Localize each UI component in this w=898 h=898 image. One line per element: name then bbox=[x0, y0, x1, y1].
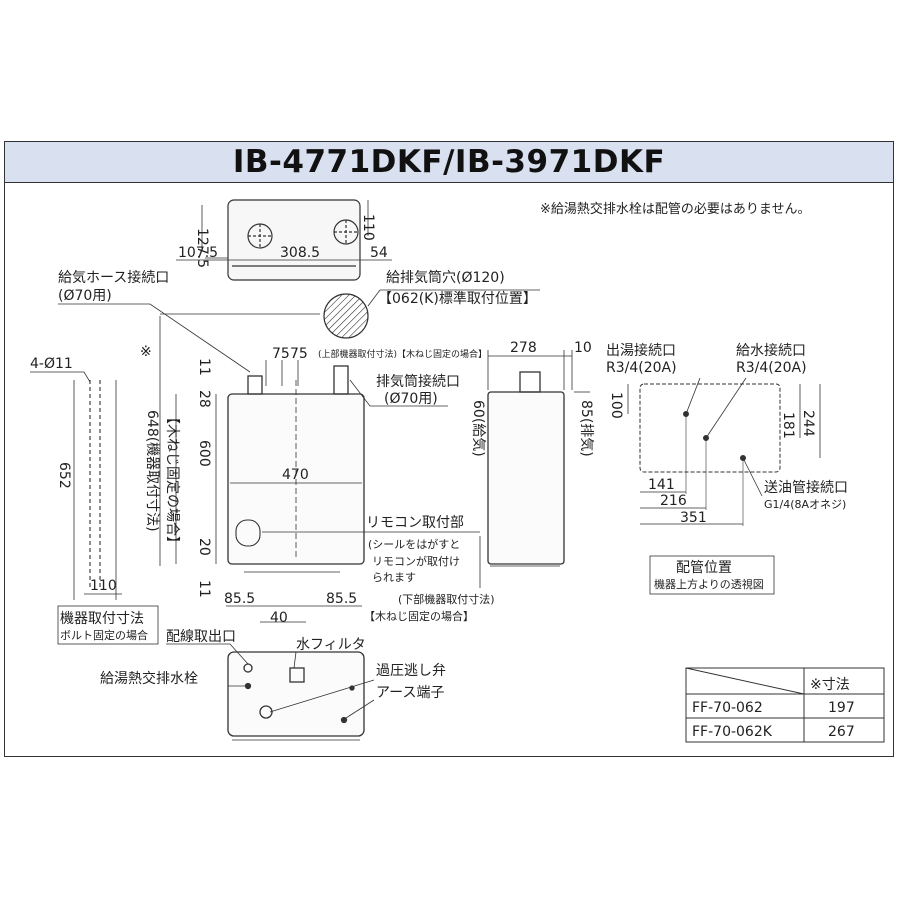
dim-54: 54 bbox=[370, 245, 388, 261]
drain-label: 給湯熱交排水栓 bbox=[100, 670, 198, 687]
bolt-strip bbox=[73, 380, 122, 600]
dim-141: 141 bbox=[648, 477, 675, 493]
oil-size: G1/4(8Aオネジ) bbox=[764, 498, 846, 511]
dim-107-5: 107.5 bbox=[178, 245, 218, 261]
side-exhaust: 85(排気) bbox=[578, 400, 594, 457]
flue-hole-icon bbox=[323, 293, 369, 339]
dim-470: 470 bbox=[282, 467, 309, 483]
table-row-model: FF-70-062K bbox=[692, 724, 773, 740]
table-row-value: 267 bbox=[828, 724, 855, 740]
bolt-label: 4-Ø11 bbox=[30, 356, 73, 372]
water-in-label: 給水接続口 bbox=[736, 342, 806, 359]
remote-label: リモコン取付部 bbox=[366, 515, 464, 531]
lower-mount-label: (下部機器取付寸法) bbox=[398, 592, 495, 606]
remote-note-2: リモコンが取付け bbox=[372, 554, 460, 568]
page-title: IB-4771DKF/IB-3971DKF bbox=[232, 144, 666, 180]
flue-hole-label: 給排気筒穴(Ø120) bbox=[386, 269, 505, 286]
vert-mount-label-2: 【木ねじ固定の場合】 bbox=[164, 410, 180, 550]
hot-out-label: 出湯接続口 bbox=[606, 342, 676, 359]
dim-181: 181 bbox=[780, 412, 796, 439]
flue-std-label: 【062(K)標準取付位置】 bbox=[378, 291, 537, 307]
drawing-frame: IB-4771DKF/IB-3971DKF bbox=[4, 141, 894, 757]
dim-40: 40 bbox=[270, 610, 288, 626]
dim-244: 244 bbox=[800, 410, 816, 437]
dim-351: 351 bbox=[680, 510, 707, 526]
air-hose-size: (Ø70用) bbox=[58, 288, 112, 304]
dim-278: 278 bbox=[510, 340, 537, 356]
dim-100: 100 bbox=[608, 392, 624, 419]
table-header: ※寸法 bbox=[810, 677, 850, 693]
earth-label: アース端子 bbox=[376, 685, 444, 701]
top-view bbox=[176, 199, 392, 281]
mount-box-title: 機器取付寸法 bbox=[60, 611, 144, 627]
dim-10: 10 bbox=[574, 340, 592, 356]
lower-mount-label-2: 【木ねじ固定の場合】 bbox=[364, 609, 474, 623]
table-row-value: 197 bbox=[828, 700, 855, 716]
relief-label: 過圧逃し弁 bbox=[376, 663, 446, 679]
star-mark: ※ bbox=[140, 344, 152, 360]
dim-75b: 75 bbox=[290, 346, 308, 362]
water-filter-label: 水フィルタ bbox=[296, 637, 366, 653]
dim-85-5-right: 85.5 bbox=[326, 591, 357, 607]
vert-mount-label: 648(機器取付寸法) bbox=[144, 410, 160, 532]
dim-11-bot: 11 bbox=[196, 580, 212, 598]
pipe-pos-title: 配管位置 bbox=[676, 560, 732, 576]
dim-110: 110 bbox=[360, 214, 376, 241]
pipe-pos-sub: 機器上方よりの透視図 bbox=[654, 577, 764, 591]
wire-out-label: 配線取出口 bbox=[166, 629, 236, 645]
air-hose-label: 給気ホース接続口 bbox=[58, 269, 169, 286]
dim-127-5: 127.5 bbox=[194, 228, 210, 268]
remote-note-1: (シールをはがすと bbox=[368, 537, 460, 551]
upper-mount-label: (上部機器取付寸法)【木ねじ固定の場合】 bbox=[318, 348, 487, 360]
water-in-size: R3/4(20A) bbox=[736, 360, 807, 376]
remote-note-3: られます bbox=[372, 571, 416, 584]
exhaust-label: 排気筒接続口 bbox=[376, 373, 460, 390]
dim-110-strip: 110 bbox=[90, 578, 117, 594]
side-intake: 60(給気) bbox=[470, 400, 486, 457]
dim-11-top: 11 bbox=[196, 358, 212, 376]
dim-20: 20 bbox=[196, 538, 212, 556]
dim-75a: 75 bbox=[272, 346, 290, 362]
dim-28: 28 bbox=[196, 390, 212, 408]
pipe-position-view bbox=[627, 377, 821, 526]
bottom-view bbox=[227, 651, 365, 741]
table-row-model: FF-70-062 bbox=[692, 700, 763, 716]
dim-652: 652 bbox=[56, 462, 72, 489]
mount-box-sub: ボルト固定の場合 bbox=[60, 628, 148, 642]
exhaust-size: (Ø70用) bbox=[384, 391, 438, 407]
dimension-table bbox=[685, 667, 885, 743]
dim-85-5-left: 85.5 bbox=[224, 591, 255, 607]
dim-216: 216 bbox=[660, 493, 687, 509]
front-view bbox=[175, 360, 365, 623]
side-view bbox=[487, 350, 590, 567]
dim-308-5: 308.5 bbox=[280, 245, 320, 261]
dim-600: 600 bbox=[196, 440, 212, 467]
note-top: ※給湯熱交排水栓は配管の必要はありません。 bbox=[540, 201, 811, 217]
oil-label: 送油管接続口 bbox=[764, 479, 848, 496]
title-bar: IB-4771DKF/IB-3971DKF bbox=[5, 142, 893, 183]
hot-out-size: R3/4(20A) bbox=[606, 360, 677, 376]
